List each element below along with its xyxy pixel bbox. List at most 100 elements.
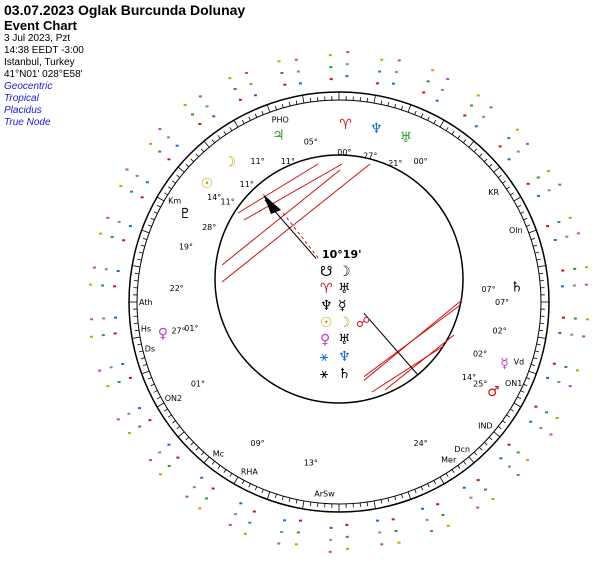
outer-mark [546, 225, 550, 228]
planet-mars-icon: ♂ [487, 384, 500, 400]
outer-mark [128, 376, 132, 379]
degree-tick [167, 186, 172, 190]
ring-degree: 11° [251, 157, 265, 166]
degree-tick [281, 496, 284, 501]
point-label: Ath [139, 298, 153, 307]
degree-tick [433, 119, 437, 124]
degree-tick [176, 426, 181, 430]
center-grid-glyph: ♅ [338, 281, 351, 297]
outer-mark [568, 385, 572, 388]
outer-mark [440, 88, 444, 91]
degree-tick [520, 211, 525, 214]
degree-tick [488, 436, 493, 441]
ring-degree: 27° [171, 326, 185, 335]
outer-mark [537, 194, 541, 197]
planet-jupiter-icon: ♃ [272, 128, 285, 144]
degree-tick [233, 476, 239, 485]
degree-tick [533, 244, 538, 247]
event-location: Istanbul, Turkey [4, 57, 75, 68]
outer-mark [98, 369, 102, 372]
outer-mark [435, 99, 439, 102]
outer-mark [253, 94, 257, 97]
degree-tick [530, 237, 536, 240]
degree-tick [156, 204, 161, 208]
outer-mark [277, 60, 281, 63]
center-aspect-grid: ☋☽♈♅♆☿☉☽☍♀♅⚹♆⚹♄ [320, 264, 370, 382]
degree-tick [211, 139, 215, 144]
outer-mark [102, 317, 106, 320]
outer-mark [205, 105, 209, 108]
degree-tick [451, 469, 455, 474]
outer-mark [516, 150, 520, 153]
degree-tick [137, 343, 142, 346]
degree-tick [142, 237, 148, 240]
degree-tick [538, 329, 544, 332]
degree-tick [484, 442, 488, 446]
planet-uranus-icon: ♅ [400, 130, 413, 146]
degree-tick [468, 140, 475, 148]
degree-tick [281, 103, 284, 108]
outer-mark [329, 538, 333, 541]
outer-mark [233, 87, 237, 90]
outer-mark [116, 269, 120, 272]
outer-mark [529, 420, 533, 423]
degree-tick [502, 180, 506, 184]
degree-tick [248, 483, 251, 488]
outer-mark [507, 158, 511, 161]
outer-mark [148, 419, 152, 422]
outer-mark [585, 266, 589, 269]
outer-mark [378, 70, 382, 73]
outer-mark [526, 182, 530, 185]
outer-mark [397, 541, 401, 544]
outer-mark [277, 542, 281, 545]
outer-mark [158, 451, 162, 454]
outer-mark [585, 318, 589, 321]
outer-mark [252, 510, 256, 513]
outer-mark [99, 232, 103, 235]
outer-mark [426, 80, 430, 83]
degree-tick [142, 364, 148, 367]
degree-tick [445, 127, 449, 131]
outer-mark [476, 94, 480, 97]
outer-mark [470, 104, 474, 107]
degree-tick [380, 499, 383, 504]
outer-mark [135, 174, 139, 177]
degree-tick [261, 489, 264, 494]
outer-mark [167, 136, 171, 139]
outer-mark [117, 381, 121, 384]
degree-tick [427, 483, 430, 488]
outer-mark [101, 334, 105, 337]
degree-tick [526, 377, 531, 380]
outer-mark [239, 502, 243, 505]
degree-tick [445, 473, 449, 477]
degree-tick [523, 217, 528, 221]
degree-tick [433, 480, 437, 485]
outer-mark [138, 425, 142, 428]
degree-tick [537, 265, 546, 268]
degree-tick [177, 431, 185, 438]
point-label: ON1 [505, 379, 522, 388]
degree-tick [200, 451, 205, 456]
outer-mark [249, 83, 253, 86]
degree-tick [134, 272, 140, 275]
point-label: PHO [272, 115, 289, 124]
degree-tick [150, 383, 155, 387]
degree-tick [150, 217, 155, 221]
center-panel-bg [316, 258, 364, 400]
outer-mark [92, 266, 96, 269]
degree-tick [147, 377, 152, 380]
center-grid-glyph: ☽ [338, 264, 351, 280]
degree-tick [366, 97, 369, 103]
outer-mark [546, 170, 550, 173]
degree-tick [534, 251, 539, 254]
degree-tick [530, 364, 536, 367]
degree-tick [229, 127, 233, 131]
point-label: Mer [441, 455, 457, 464]
aspect-line-red [371, 344, 446, 393]
outer-mark [573, 267, 577, 270]
outer-mark [283, 83, 287, 86]
outer-mark [555, 416, 559, 419]
outer-mark [183, 103, 187, 106]
ring-degree: 22° [170, 284, 184, 293]
